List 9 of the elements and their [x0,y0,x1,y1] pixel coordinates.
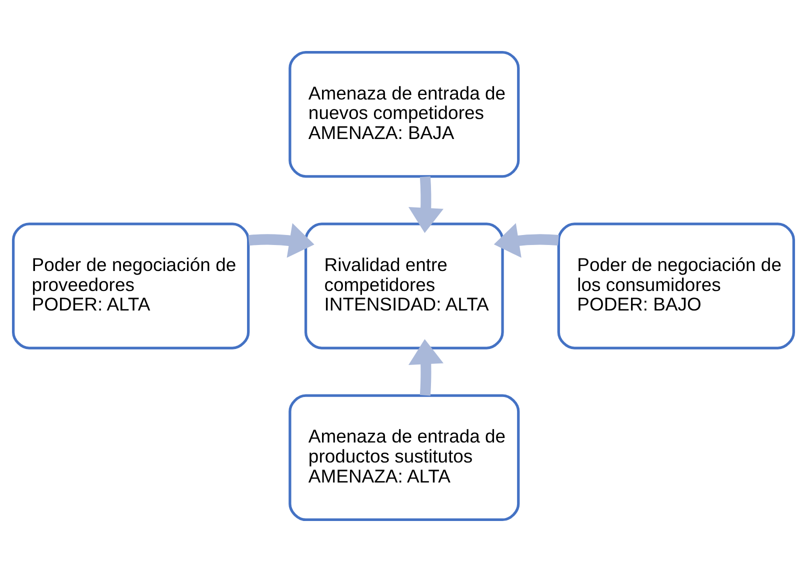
arrow [248,222,314,258]
node-box: Amenaza de entrada de productos sustitutos AMENAZA: ALTA [288,394,520,521]
node-box: Poder de negociación de proveedores PODER: ALTA [12,222,250,349]
arrow [408,176,444,232]
node-box: Rivalidad entre competidores INTENSIDAD: ALTA [304,222,504,349]
arrow [408,338,444,396]
node-box: Poder de negociación de los consumidores PODER: BAJO [557,222,796,349]
arrow [494,222,559,258]
node-box: Amenaza de entrada de nuevos competidores AMENAZA: BAJA [288,50,520,178]
